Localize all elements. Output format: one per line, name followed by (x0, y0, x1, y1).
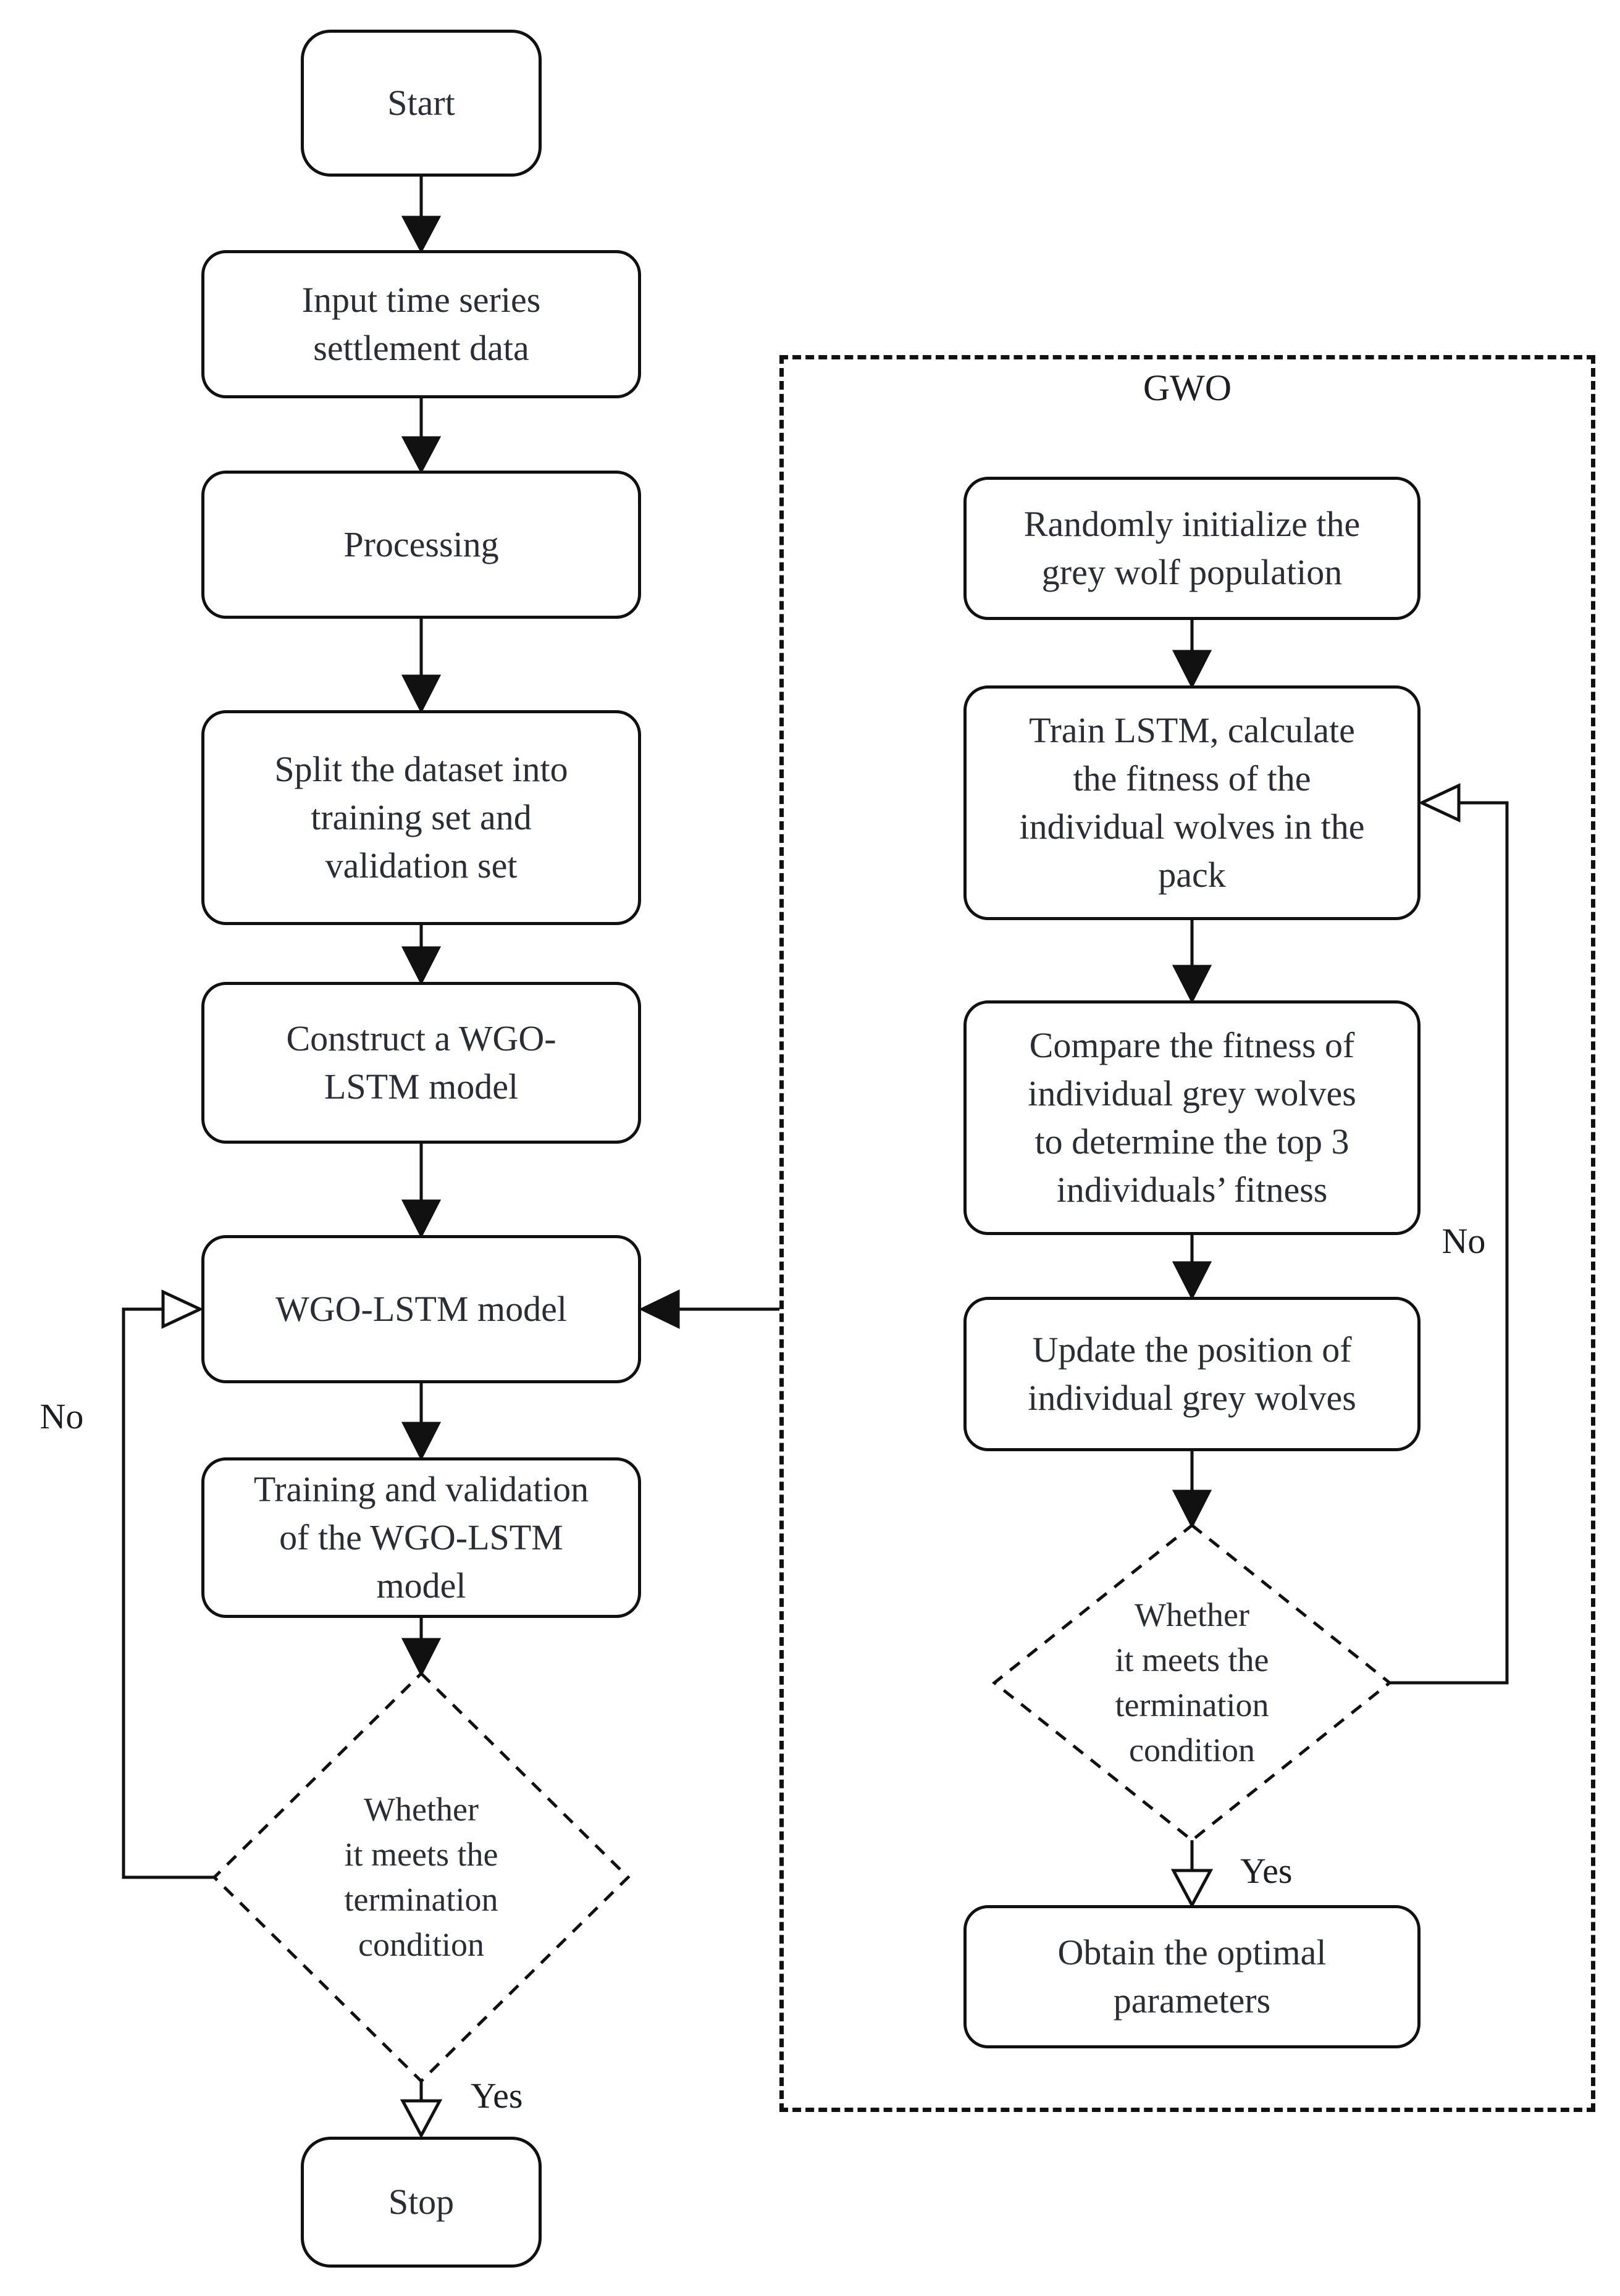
node-gwo-compare-label: Compare the fitness of individual grey w… (1028, 1025, 1356, 1210)
arrowhead-no-loop-right (1418, 783, 1461, 823)
node-input: Input time series settlement data (201, 250, 641, 398)
arrowhead-training-to-decision (401, 1638, 442, 1677)
arrowhead-construct-to-model (401, 1199, 442, 1239)
arrowhead-update-to-decision (1172, 1489, 1212, 1529)
node-gwo-obtain-label: Obtain the optimal parameters (1057, 1932, 1327, 2021)
arrowhead-model-to-training (401, 1422, 442, 1461)
node-model: WGO-LSTM model (201, 1235, 641, 1383)
gwo-container-box (779, 355, 1595, 2112)
node-construct-label: Construct a WGO- LSTM model (286, 1018, 556, 1107)
edge-label-yes-left: Yes (471, 2076, 523, 2116)
decision-diamond-right (991, 1523, 1393, 1843)
node-training-label: Training and validation of the WGO-LSTM … (253, 1469, 589, 1606)
arrowhead-left-yes (400, 2099, 443, 2139)
node-processing: Processing (201, 471, 641, 619)
node-gwo-obtain: Obtain the optimal parameters (963, 1905, 1421, 2048)
node-training: Training and validation of the WGO-LSTM … (201, 1457, 641, 1618)
no-loop-left (122, 1307, 214, 1879)
arrowhead-compare-to-update (1172, 1261, 1212, 1301)
arrowhead-start-to-input (401, 216, 442, 254)
gwo-container-title: GWO (1143, 367, 1232, 408)
node-gwo-update-label: Update the position of individual grey w… (1028, 1330, 1356, 1418)
node-split: Split the dataset into training set and … (201, 710, 641, 925)
arrowhead-right-yes (1170, 1869, 1214, 1909)
node-gwo-train-label: Train LSTM, calculate the fitness of the… (1019, 710, 1365, 895)
node-stop: Stop (301, 2137, 542, 2268)
node-construct: Construct a WGO- LSTM model (201, 982, 641, 1144)
no-loop-right (1390, 801, 1509, 1685)
node-start: Start (301, 30, 542, 177)
arrowhead-no-loop-left (161, 1289, 204, 1329)
decision-diamond-left (212, 1671, 631, 2084)
arrowhead-input-to-processing (401, 436, 442, 474)
node-stop-label: Stop (388, 2182, 455, 2222)
node-model-label: WGO-LSTM model (275, 1289, 567, 1329)
node-split-label: Split the dataset into training set and … (274, 749, 568, 886)
arrowhead-split-to-construct (401, 946, 442, 986)
arrowhead-init-to-train (1172, 650, 1212, 689)
arrowhead-train-to-compare (1172, 965, 1212, 1004)
node-gwo-init-label: Randomly initialize the grey wolf popula… (1023, 504, 1361, 592)
edge-label-yes-right: Yes (1240, 1851, 1293, 1891)
node-gwo-update: Update the position of individual grey w… (963, 1297, 1421, 1451)
arrowhead-processing-to-split (401, 674, 442, 714)
node-gwo-train: Train LSTM, calculate the fitness of the… (963, 685, 1421, 920)
edge-label-no-right: No (1442, 1221, 1486, 1261)
node-start-label: Start (387, 83, 455, 123)
node-gwo-compare: Compare the fitness of individual grey w… (963, 1000, 1421, 1235)
node-input-label: Input time series settlement data (301, 280, 541, 368)
node-gwo-init: Randomly initialize the grey wolf popula… (963, 477, 1421, 620)
arrowhead-gwo-to-model (639, 1289, 680, 1329)
node-processing-label: Processing (343, 524, 499, 564)
edge-label-no-left: No (40, 1396, 84, 1436)
